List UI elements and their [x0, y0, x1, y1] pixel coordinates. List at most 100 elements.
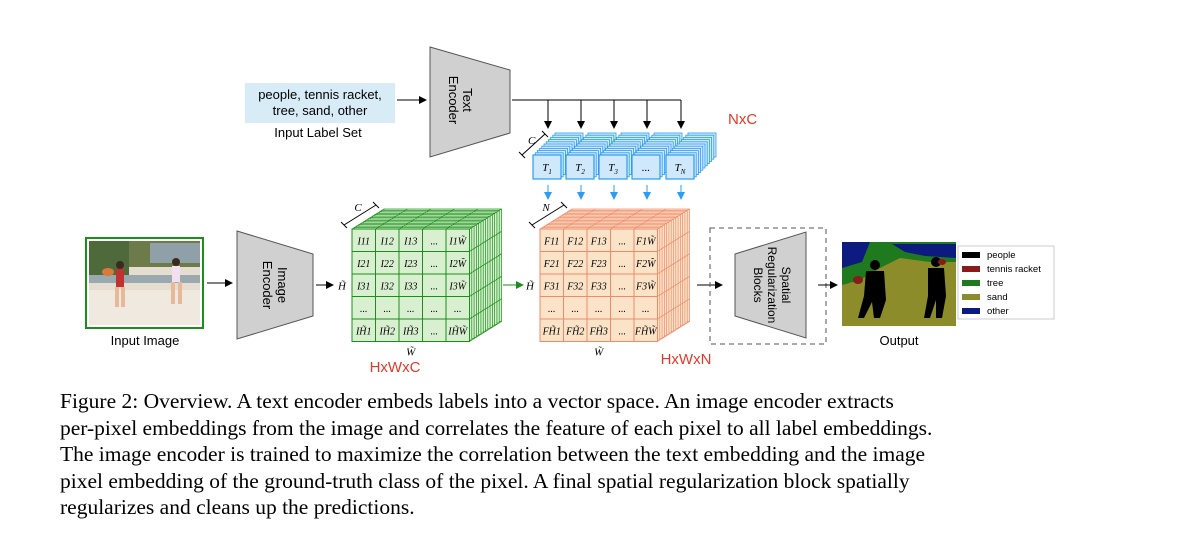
grid-cell: ... [548, 304, 556, 315]
figure-caption: Figure 2: Overview. A text encoder embed… [60, 388, 1140, 521]
grid-cell: I31 [356, 281, 370, 292]
legend-swatch [962, 252, 980, 258]
grid-cell: I23 [403, 259, 417, 270]
grid-cell: F11 [543, 236, 559, 247]
image-grid-dims-label: HxWxC [370, 359, 421, 376]
token-dim-marker: C [518, 130, 549, 159]
grid-cell: F22 [566, 259, 583, 270]
grid-width-label: W̃ [406, 346, 416, 359]
caption-line: Figure 2: Overview. A text encoder embed… [60, 389, 894, 413]
caption-line: pixel embedding of the ground-truth clas… [60, 468, 910, 493]
grid-cell: F2W̃ [635, 257, 657, 270]
caption-line: regularizes and cleans up the prediction… [60, 495, 415, 519]
grid-cell: ... [431, 281, 439, 292]
spatial-line1: Spatial [779, 267, 793, 304]
grid-cell: ... [642, 304, 650, 315]
legend-label: sand [987, 292, 1008, 303]
legend-item: sand [962, 292, 1008, 303]
token-label: T1 [542, 162, 552, 176]
grid-cell: F13 [590, 236, 607, 247]
input-image-label: Input Image [111, 333, 180, 348]
token-label: T2 [575, 162, 585, 176]
text-encoder-shape [429, 46, 511, 158]
legend-item: tree [962, 278, 1003, 289]
token-Tdots: ... [631, 132, 683, 180]
grid-cell: F33 [590, 281, 607, 292]
label-set-line1: people, tennis racket, [258, 87, 382, 102]
nxc-label: NxC [728, 111, 757, 128]
legend-label: other [987, 306, 1009, 317]
grid-cell: F3W̃ [635, 280, 657, 293]
grid-cell: ... [360, 304, 368, 315]
legend-swatch [962, 294, 980, 300]
text-encoder-line1: Text [460, 88, 475, 112]
grid-cell: ... [407, 304, 415, 315]
grid-cell: I11 [356, 236, 370, 247]
image-encoder-line1: Image [275, 267, 290, 303]
grid-cell: ... [431, 304, 439, 315]
output-segmentation: Output [842, 242, 956, 348]
grid-cell: IH̃W̃ [447, 325, 469, 338]
grid-cell: I22 [380, 259, 394, 270]
grid-cell: I2W̃ [448, 257, 467, 270]
spatial-dashed-box [709, 227, 827, 345]
text-encoder: Text Encoder [429, 46, 511, 158]
grid-cell: F1W̃ [635, 235, 657, 248]
grid-cell: F21 [543, 259, 560, 270]
grid-cell: IH̃3 [402, 325, 419, 338]
grid-cell: IH̃1 [355, 325, 372, 338]
grid-cell: I12 [380, 236, 394, 247]
grid-cell: I13 [403, 236, 417, 247]
feature-grid-dims-label: HxWxN [661, 351, 712, 368]
grid-cell: F12 [566, 236, 583, 247]
token-to-feature-arrows [544, 185, 685, 200]
label-set-line2: tree, sand, other [273, 103, 368, 118]
grid-cell: I32 [380, 281, 394, 292]
caption-line: The image encoder is trained to maximize… [60, 442, 926, 466]
legend-item: other [962, 306, 1009, 317]
text-embedding-tokens: T1 T2 T3... TN [532, 132, 717, 180]
grid-cell: ... [431, 259, 439, 270]
legend-swatch [962, 266, 980, 272]
label-set-box [245, 83, 395, 123]
grid-height-label: H̃ [525, 279, 535, 292]
grid-cell: IH̃2 [378, 325, 395, 338]
grid-cell: ... [619, 304, 627, 315]
grid-cell: I33 [403, 281, 417, 292]
caption-line: per-pixel embeddings from the image and … [60, 415, 933, 440]
grid-cell: ... [619, 281, 627, 292]
label-set-caption: Input Label Set [274, 125, 362, 140]
image-encoder-shape [236, 230, 314, 340]
grid-cell: FH̃W̃ [634, 325, 658, 338]
grid-cell: ... [384, 304, 392, 315]
grid-cell: ... [431, 326, 439, 337]
grid-cell: I1W̃ [448, 235, 467, 248]
token-dim-label: C [528, 135, 536, 147]
grid-depth-label: N [541, 202, 550, 214]
token-label: T3 [608, 162, 618, 176]
grid-cell: F23 [590, 259, 607, 270]
legend-item: people [962, 250, 1016, 261]
grid-cell: ... [619, 259, 627, 270]
grid-cell: ... [619, 236, 627, 247]
legend-swatch [962, 280, 980, 286]
legend-label: tree [987, 278, 1003, 289]
grid-depth-label: C [354, 202, 362, 214]
grid-cell: ... [431, 236, 439, 247]
image-encoder: Image Encoder [236, 230, 314, 340]
token-label: TN [675, 162, 686, 176]
legend-swatch [962, 308, 980, 314]
token-label: ... [642, 162, 650, 174]
spatial-regularization-block: Spatial Regularization Blocks [709, 227, 827, 345]
grid-height-label: H̃ [337, 279, 347, 292]
text-embedding-bus [512, 99, 685, 129]
grid-cell: FH̃3 [589, 325, 608, 338]
grid-cell: ... [572, 304, 580, 315]
legend-box [957, 245, 1055, 320]
image-encoder-line2: Encoder [260, 261, 275, 310]
grid-cell: F31 [543, 281, 560, 292]
grid-cell: I3W̃ [448, 280, 467, 293]
grid-width-label: W̃ [594, 346, 604, 359]
